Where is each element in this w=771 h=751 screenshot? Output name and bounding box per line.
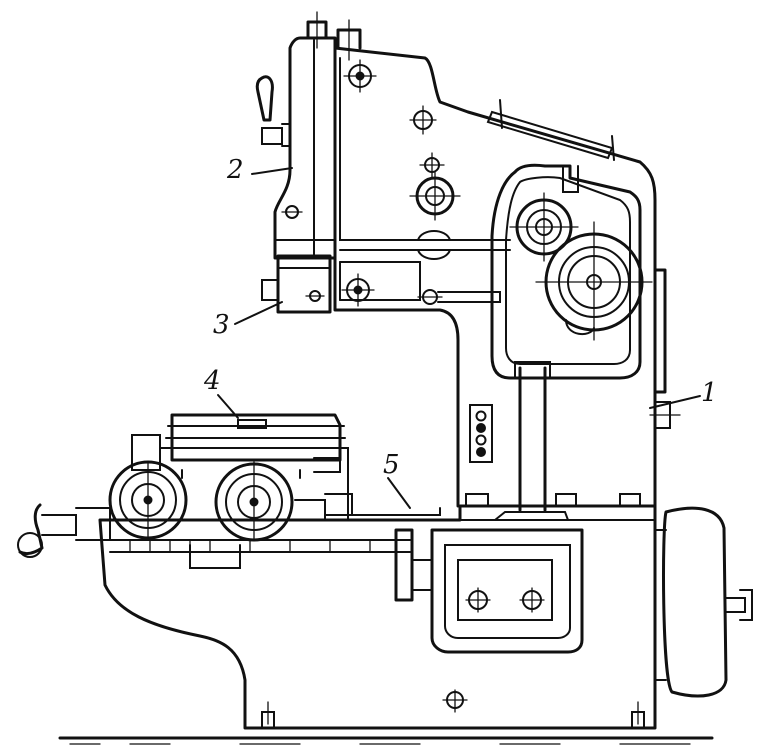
floor-line [58, 736, 714, 745]
callout-5: 5 [383, 450, 400, 480]
callout-4: 4 [204, 366, 221, 396]
callout-2: 2 [227, 155, 244, 185]
leader-3 [234, 301, 283, 325]
leader-2 [251, 167, 293, 175]
drive-gearbox [490, 163, 653, 380]
leader-5 [387, 477, 411, 509]
motor [654, 506, 753, 698]
callout-1: 1 [701, 378, 718, 408]
work-table [17, 413, 353, 558]
leader-4 [217, 394, 239, 419]
leader-1 [649, 395, 701, 409]
leader-lines [217, 167, 701, 509]
bed-base [98, 493, 657, 730]
callout-3: 3 [213, 310, 230, 340]
ram-slider [255, 11, 362, 314]
